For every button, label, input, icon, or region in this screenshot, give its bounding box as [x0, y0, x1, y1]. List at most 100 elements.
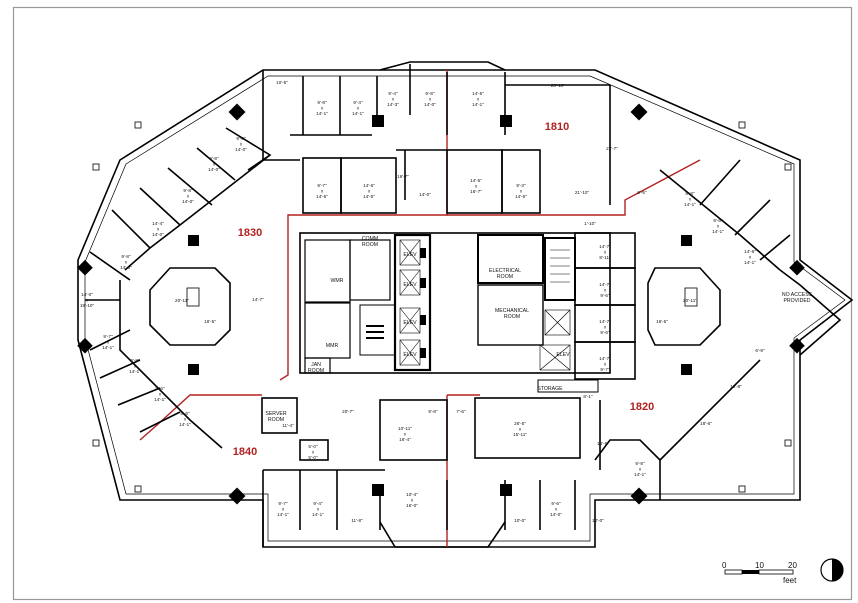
office-dimension-text: x: [86, 298, 89, 303]
suite-1840-label: 1840: [233, 446, 257, 458]
office-dimension-text: x: [321, 106, 324, 111]
scale-tick-10: 10: [755, 561, 764, 570]
mullions: [92, 121, 792, 493]
office-dimension-text: 9'-8": [183, 188, 193, 193]
office-dimension-text: 14'-0": [182, 199, 194, 204]
office-dimension-text: x: [159, 392, 162, 397]
office-dimension-text: 9'-6": [551, 501, 561, 506]
dimension-text: 6'-9": [755, 348, 765, 353]
no-access-note-1: NO ACCESS: [782, 292, 813, 298]
scale-tick-20: 20: [788, 561, 797, 570]
office-dimension-text: x: [477, 97, 480, 102]
office-dimension-text: 14'-1": [154, 397, 166, 402]
office-dimension-text: 14'-6": [363, 183, 375, 188]
elev-label: ELEV: [403, 252, 417, 258]
office-dimension-text: 14'-1": [352, 111, 364, 116]
elev-label: ELEV: [403, 282, 417, 288]
office-dimension-text: 9'-6": [155, 386, 165, 391]
scale-unit: feet: [783, 576, 797, 585]
office-dimension-text: x: [282, 507, 285, 512]
dimension-text: 16'-8": [730, 384, 742, 389]
comm-room-label-2: ROOM: [362, 242, 378, 248]
mechanical-room-label-2: ROOM: [504, 314, 520, 320]
office-dimension-text: 14'-5": [470, 178, 482, 183]
office-dimension-text: 14'-0": [120, 265, 132, 270]
office-dimension-text: 9'-4": [313, 501, 323, 506]
room-dimension-text: 5'-0": [308, 444, 318, 449]
dimension-text: 11'-8": [351, 518, 363, 523]
office-dimension-text: 14'-0": [208, 167, 220, 172]
server-room-label-2: ROOM: [268, 417, 284, 423]
office-dimension-text: 9'-8": [209, 156, 219, 161]
dimension-text: 20'-11": [683, 298, 697, 303]
inner-top-walls: [302, 149, 541, 214]
office-dimension-text: 14'-0": [550, 512, 562, 517]
suite-1810-label: 1810: [545, 121, 569, 133]
office-dimension-text: 14'-1": [316, 111, 328, 116]
upper-left-office-walls: [89, 127, 272, 281]
electrical-room-label-1: ELECTRICAL: [489, 268, 521, 274]
office-dimension-text: 14'-0": [152, 232, 164, 237]
office-dimension-text: 14'-1": [312, 512, 324, 517]
office-dimension-text: 9'-4": [388, 91, 398, 96]
office-dimension-text: 8'-11": [599, 255, 611, 260]
office-dimension-text: 9'-8": [685, 191, 695, 196]
office-dimension-text: 14'-3": [387, 102, 399, 107]
dimension-text: 11'-4": [282, 423, 294, 428]
dimension-text: 8'-1": [583, 394, 593, 399]
dimension-text: 16'-7": [397, 174, 409, 179]
suite-1830-label: 1830: [238, 227, 262, 239]
right-core-offices: [574, 232, 636, 380]
office-dimension-text: x: [317, 507, 320, 512]
office-dimension-text: x: [717, 224, 720, 229]
office-dimension-text: 14'-6": [515, 194, 527, 199]
office-dimension-text: x: [184, 417, 187, 422]
electrical-room-label-2: ROOM: [497, 274, 513, 280]
office-dimension-text: 14'-5": [472, 91, 484, 96]
office-dimension-text: 14'-1": [472, 102, 484, 107]
scale-tick-0: 0: [722, 561, 727, 570]
office-dimension-text: x: [689, 197, 692, 202]
dimension-text: 9'-8": [428, 409, 438, 414]
office-dimension-text: 14'-1": [712, 229, 724, 234]
dimension-text: 21'-10": [575, 190, 590, 195]
office-dimension-text: 14'-1": [129, 369, 141, 374]
office-dimension-text: x: [520, 189, 523, 194]
office-dimension-text: 14'-1": [744, 260, 756, 265]
left-lobby: [149, 267, 231, 346]
office-dimension-text: 9'-8": [317, 100, 327, 105]
elev-label: ELEV: [556, 352, 570, 358]
office-dimension-text: 9'-6": [180, 411, 190, 416]
dimension-text: 1'-10": [584, 221, 596, 226]
office-dimension-text: x: [240, 142, 243, 147]
left-office-walls: [85, 280, 223, 449]
office-dimension-text: x: [321, 189, 324, 194]
glazing-line: [84, 75, 846, 542]
left-reception-desk: [186, 287, 200, 307]
dimension-text: 10'-0": [514, 518, 526, 523]
office-dimension-text: x: [368, 189, 371, 194]
scale-bar: 0 10 20 feet: [722, 561, 797, 585]
bottom-bay: [379, 521, 506, 548]
office-dimension-text: 9'-7": [103, 334, 113, 339]
room-dimension-text: x: [404, 432, 407, 437]
suite-1820-label: 1820: [630, 401, 654, 413]
dimension-text: 20'-11": [175, 298, 189, 303]
office-dimension-text: 9'-8": [130, 358, 140, 363]
jan-room-label-2: ROOM: [308, 368, 324, 374]
office-dimension-text: 9'-6": [600, 293, 610, 298]
wmr-label: WMR: [331, 278, 344, 284]
room-dimension-text: 5'-0": [308, 455, 318, 460]
right-office-walls: [659, 159, 842, 356]
mmr-label: MMR: [326, 343, 339, 349]
office-dimension-text: x: [604, 325, 607, 330]
office-dimension-text: x: [475, 184, 478, 189]
jan-room-label-1: JAN: [311, 362, 321, 368]
run-dimensions: 10'-5"23'-10"22'-7"21'-10"9'-5"14'-0"16'…: [175, 80, 765, 523]
office-dimension-text: 9'-7": [278, 501, 288, 506]
office-dimension-text: x: [749, 255, 752, 260]
office-dimension-text: 9'-8": [236, 136, 246, 141]
storage-label: STORAGE: [537, 386, 563, 392]
office-dimension-text: 14'-8": [744, 249, 756, 254]
